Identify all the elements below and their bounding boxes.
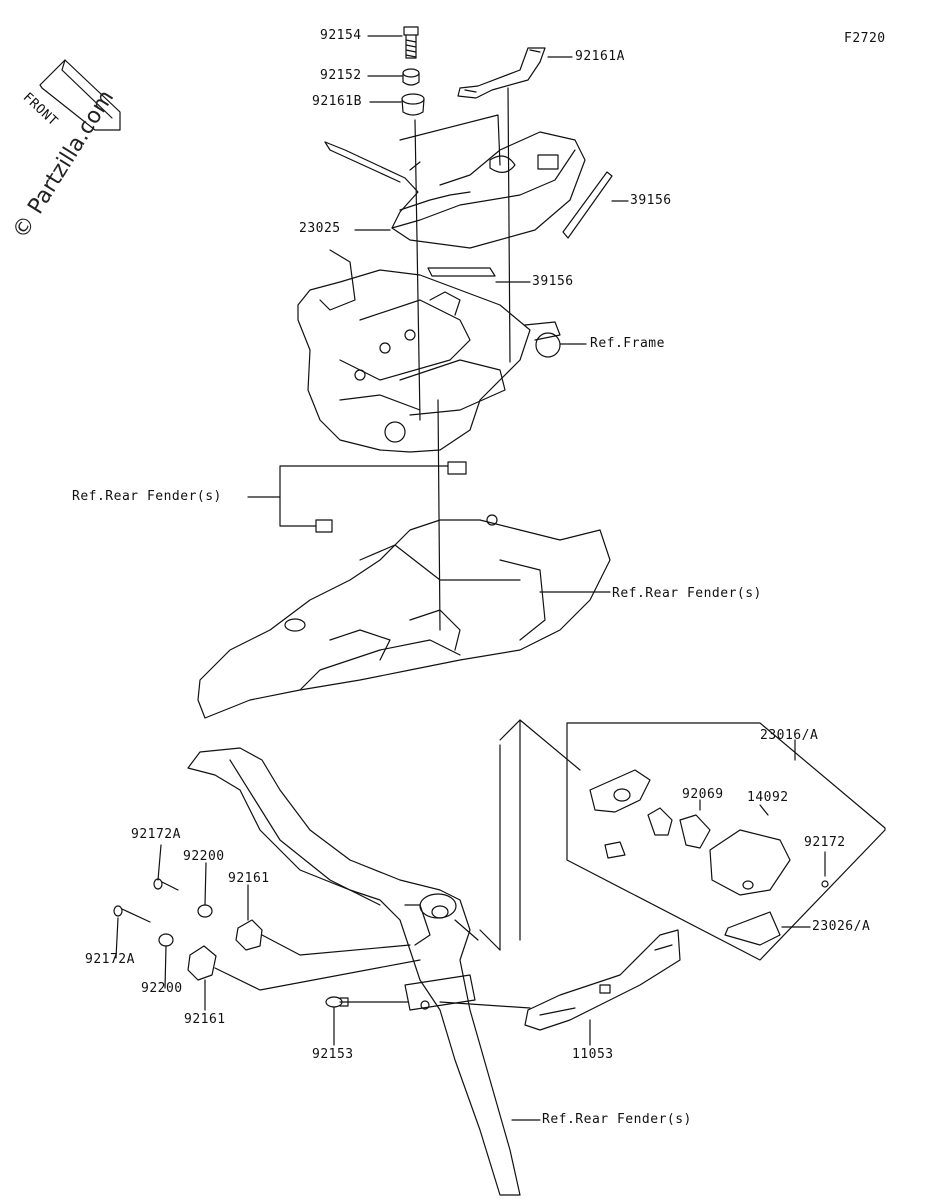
bolt-92154-icon	[403, 26, 419, 59]
part-label-92161-2[interactable]: 92161	[184, 1012, 226, 1027]
part-label-23025[interactable]: 23025	[299, 221, 341, 236]
ref-frame-label[interactable]: Ref.Frame	[590, 336, 665, 351]
part-label-23026A[interactable]: 23026/A	[812, 919, 871, 934]
part-label-92172A-2[interactable]: 92172A	[85, 952, 135, 967]
license-light-bracket-11053-icon	[524, 929, 681, 1031]
part-label-92161-1[interactable]: 92161	[228, 871, 270, 886]
part-label-92152[interactable]: 92152	[320, 68, 362, 83]
license-bracket-icon	[187, 747, 521, 1196]
front-arrow-icon	[39, 59, 121, 131]
part-label-92172[interactable]: 92172	[804, 835, 846, 850]
part-label-23016A[interactable]: 23016/A	[760, 728, 819, 743]
frame-bracket-icon	[297, 249, 561, 453]
part-label-92200-2[interactable]: 92200	[141, 981, 183, 996]
grommet-92161B-icon	[401, 93, 425, 116]
figure-code: F2720	[844, 31, 886, 46]
part-label-92154[interactable]: 92154	[320, 28, 362, 43]
part-label-39156-b[interactable]: 39156	[532, 274, 574, 289]
part-label-11053[interactable]: 11053	[572, 1047, 614, 1062]
grommet-92161-2-icon	[187, 945, 217, 981]
rear-fender-icon	[197, 461, 611, 719]
part-label-92200-1[interactable]: 92200	[183, 849, 225, 864]
washer-92200-icon	[197, 904, 213, 918]
part-label-92161A[interactable]: 92161A	[575, 49, 625, 64]
tail-light-23025-icon	[324, 131, 586, 249]
part-label-92153[interactable]: 92153	[312, 1047, 354, 1062]
seal-strip-39156b-icon	[427, 267, 496, 277]
license-light-assembly-icon	[566, 722, 886, 961]
part-label-39156[interactable]: 39156	[630, 193, 672, 208]
part-label-14092[interactable]: 14092	[747, 790, 789, 805]
ref-rear-fender-label-1[interactable]: Ref.Rear Fender(s)	[72, 489, 222, 504]
collar-92152-icon	[402, 68, 420, 86]
screw-92172A-icon	[153, 878, 179, 891]
part-label-92161B[interactable]: 92161B	[312, 94, 362, 109]
washer-92200-2-icon	[158, 933, 174, 947]
grommet-92161-icon	[235, 919, 263, 951]
ref-rear-fender-label-3[interactable]: Ref.Rear Fender(s)	[542, 1112, 692, 1127]
ref-rear-fender-label-2[interactable]: Ref.Rear Fender(s)	[612, 586, 762, 601]
part-label-92069[interactable]: 92069	[682, 787, 724, 802]
screw-92172A-2-icon	[113, 905, 151, 923]
part-label-92172A-1[interactable]: 92172A	[131, 827, 181, 842]
bracket-92161A-icon	[457, 47, 546, 99]
seal-strip-39156-icon	[562, 171, 613, 239]
